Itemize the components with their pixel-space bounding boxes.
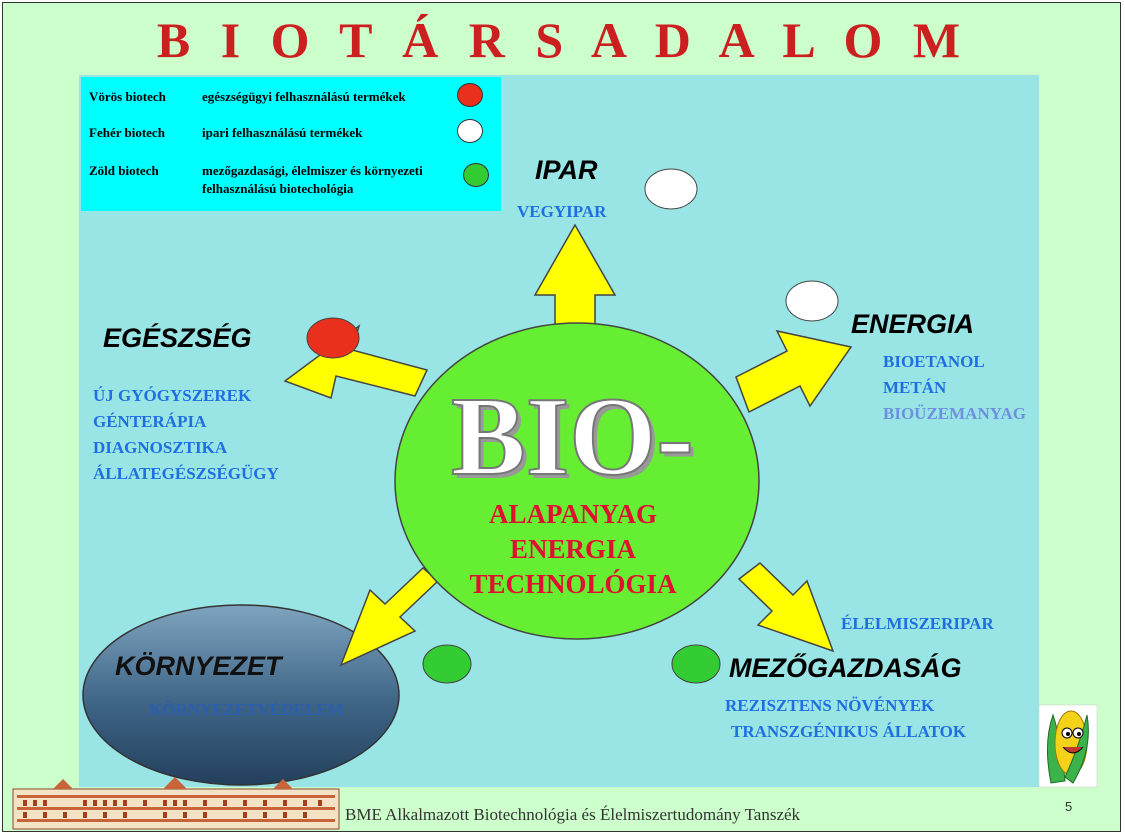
center-line-alapanyag: ALAPANYAG bbox=[488, 499, 657, 529]
legend-item-red: Vörös biotech egészségügyi felhasználású… bbox=[89, 89, 406, 105]
legend-green-name: Zöld biotech bbox=[89, 163, 159, 178]
environment-ellipse bbox=[82, 604, 400, 786]
slide-title: B I O T Á R S A D A L O M bbox=[156, 12, 969, 68]
legend-red-dot bbox=[457, 83, 483, 107]
sector-ipar-title: IPAR bbox=[535, 155, 598, 185]
legend-red-desc: egészségügyi felhasználású termékek bbox=[202, 89, 406, 104]
egeszseg-item-1: ÚJ GYÓGYSZEREK bbox=[93, 386, 252, 405]
center-line-energia: ENERGIA bbox=[509, 534, 637, 564]
kornyezet-green-dot bbox=[422, 644, 472, 684]
energia-white-dot bbox=[785, 280, 839, 322]
bio-heading: BIO- bbox=[450, 375, 695, 499]
center-circle bbox=[394, 322, 760, 640]
diagram-graphics bbox=[12, 168, 1098, 830]
legend-white-name: Fehér biotech bbox=[89, 125, 165, 140]
egeszseg-item-3: DIAGNOSZTIKA bbox=[93, 438, 228, 457]
legend-white-dot bbox=[457, 119, 483, 143]
center-lines: ALAPANYAG ENERGIA TECHNOLÓGIA bbox=[423, 497, 723, 602]
legend-green-dot bbox=[463, 163, 489, 187]
energia-item-bioetanol: BIOETANOL bbox=[883, 352, 985, 371]
center-line-technologia: TECHNOLÓGIA bbox=[469, 569, 677, 599]
sector-egeszseg-title: EGÉSZSÉG bbox=[103, 323, 252, 353]
university-building-logo bbox=[12, 777, 340, 830]
sector-mezogazdasag-title: MEZŐGAZDASÁG bbox=[729, 653, 962, 683]
mezogazdasag-item-3: TRANSZGÉNIKUS ÁLLATOK bbox=[731, 722, 967, 741]
mezogazdasag-green-dot bbox=[671, 644, 721, 684]
egeszseg-red-dot bbox=[306, 317, 360, 359]
sector-ipar-item: VEGYIPAR bbox=[517, 202, 607, 221]
footer-text: BME Alkalmazott Biotechnológia és Élelmi… bbox=[345, 805, 801, 824]
energia-item-biouzemanyag: BIOÜZEMANYAG bbox=[883, 404, 1026, 423]
sector-energia-title: ENERGIA bbox=[851, 309, 975, 339]
legend-item-white: Fehér biotech ipari felhasználású termék… bbox=[89, 125, 362, 141]
egeszseg-item-2: GÉNTERÁPIA bbox=[93, 412, 207, 431]
mezogazdasag-item-2: REZISZTENS NÖVÉNYEK bbox=[725, 696, 935, 715]
legend-white-desc: ipari felhasználású termékek bbox=[202, 125, 363, 140]
page-number: 5 bbox=[1065, 799, 1073, 814]
legend-red-name: Vörös biotech bbox=[89, 89, 166, 104]
sector-kornyezet-item: KÖRNYEZETVÉDELEM bbox=[149, 700, 344, 719]
arrow-kornyezet bbox=[339, 566, 440, 667]
legend-item-green: Zöld biotech mezőgazdasági, élelmiszer é… bbox=[89, 163, 423, 179]
arrow-energia bbox=[735, 329, 853, 414]
legend-green-desc-line2: felhasználású biotechológia bbox=[202, 181, 354, 196]
legend-box: Vörös biotech egészségügyi felhasználású… bbox=[81, 77, 501, 211]
legend-green-desc: mezőgazdasági, élelmiszer és környezeti bbox=[202, 163, 423, 178]
ipar-white-dot bbox=[644, 168, 698, 210]
corn-mascot-image bbox=[1038, 704, 1098, 788]
sector-egeszseg-list: ÚJ GYÓGYSZEREK GÉNTERÁPIA DIAGNOSZTIKA Á… bbox=[93, 383, 279, 487]
energia-item-metan: METÁN bbox=[883, 378, 947, 397]
arrow-mezogazdasag bbox=[737, 562, 835, 653]
sector-mezogazdasag-list: REZISZTENS NÖVÉNYEK TRANSZGÉNIKUS ÁLLATO… bbox=[725, 693, 966, 745]
sector-energia-list: BIOETANOL METÁN BIOÜZEMANYAG bbox=[883, 349, 1026, 427]
egeszseg-item-4: ÁLLATEGÉSZSÉGÜGY bbox=[93, 464, 279, 483]
sector-kornyezet-title: KÖRNYEZET bbox=[115, 651, 282, 681]
mezogazdasag-item-elelmiszeripar: ÉLELMISZERIPAR bbox=[841, 614, 994, 633]
